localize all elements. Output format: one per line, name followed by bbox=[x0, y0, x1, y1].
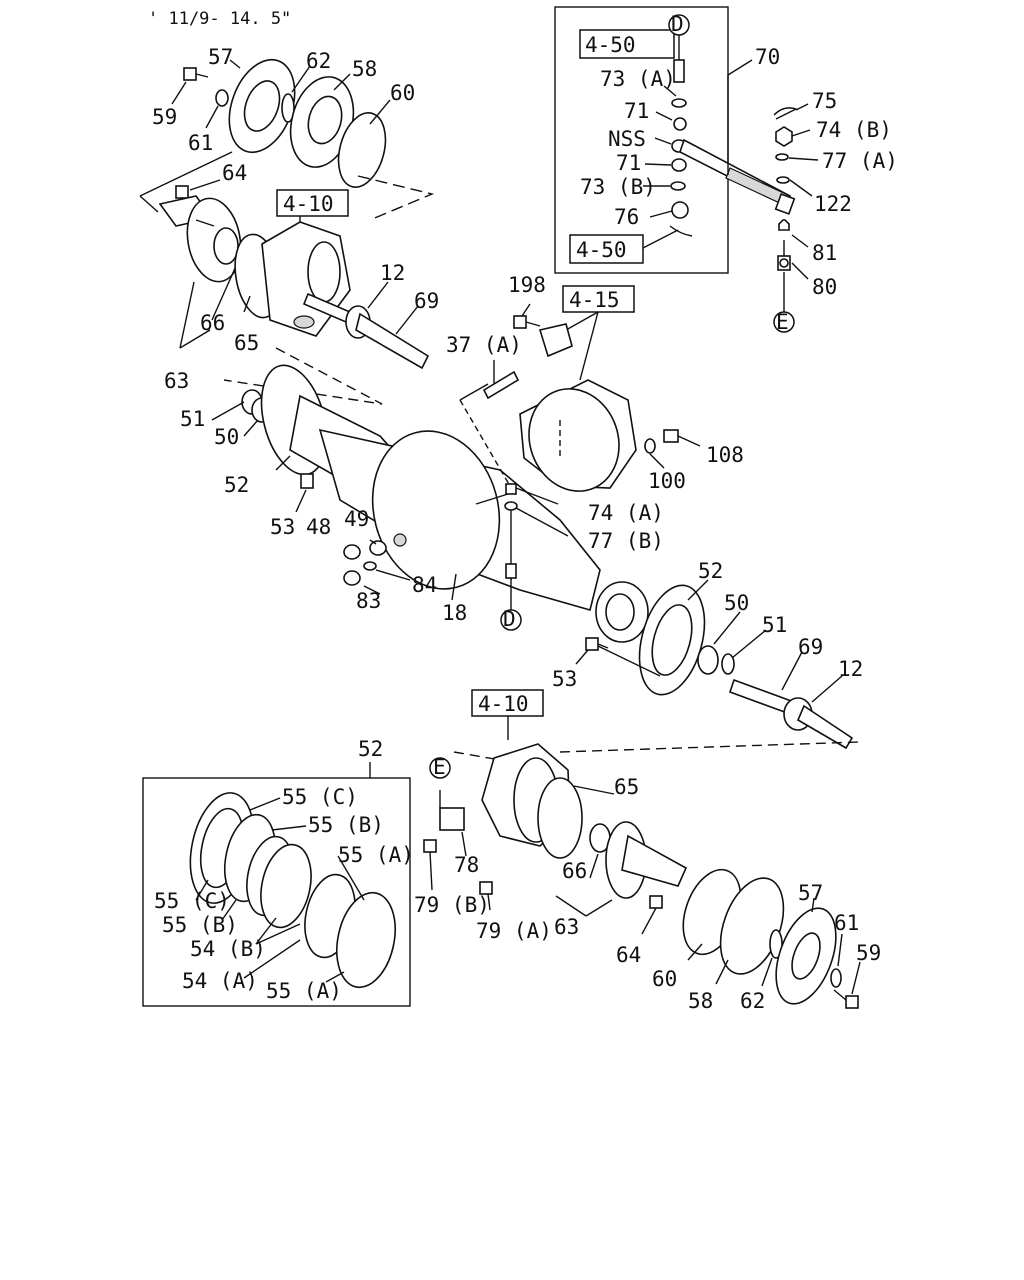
label-63-upper: 63 bbox=[164, 369, 189, 393]
label-64-lower: 64 bbox=[616, 943, 641, 967]
label-64-upper: 64 bbox=[222, 161, 247, 185]
hub-63-upper bbox=[139, 179, 242, 349]
label-122: 122 bbox=[814, 192, 852, 216]
label-37a: 37 (A) bbox=[446, 333, 522, 357]
label-48: 48 bbox=[306, 515, 331, 539]
label-50-right: 50 bbox=[724, 591, 749, 615]
label-79a: 79 (A) bbox=[476, 919, 552, 943]
label-198: 198 bbox=[508, 273, 546, 297]
label-52-upper: 52 bbox=[224, 473, 249, 497]
hub-group-upper bbox=[139, 58, 435, 221]
label-52-right: 52 bbox=[698, 559, 723, 583]
label-61-upper: 61 bbox=[188, 131, 213, 155]
label-55a-top: 55 (A) bbox=[338, 843, 414, 867]
label-77a: 77 (A) bbox=[822, 149, 898, 173]
circle-d-top: D bbox=[671, 12, 684, 36]
label-83: 83 bbox=[356, 589, 381, 613]
label-70: 70 bbox=[755, 45, 780, 69]
label-59-lower: 59 bbox=[856, 941, 881, 965]
circle-e-right: E bbox=[776, 310, 789, 334]
label-73b: 73 (B) bbox=[580, 175, 656, 199]
plugs bbox=[343, 539, 411, 595]
label-52-kit: 52 bbox=[358, 737, 383, 761]
header-code: ' 11/9- 14. 5" bbox=[148, 9, 291, 29]
label-74b: 74 (B) bbox=[816, 118, 892, 142]
knuckle-lower: 4-10 bbox=[423, 689, 861, 911]
label-76: 76 bbox=[614, 205, 639, 229]
label-55c-bottom: 55 (C) bbox=[154, 889, 230, 913]
label-65-upper: 65 bbox=[234, 331, 259, 355]
label-50-upper: 50 bbox=[214, 425, 239, 449]
label-77b: 77 (B) bbox=[588, 529, 664, 553]
label-78: 78 bbox=[454, 853, 479, 877]
ref-4-50-bottom[interactable]: 4-50 bbox=[576, 238, 627, 262]
label-57-upper: 57 bbox=[208, 45, 233, 69]
brake-pipe-70 bbox=[679, 59, 796, 215]
label-51-upper: 51 bbox=[180, 407, 205, 431]
label-60-upper: 60 bbox=[390, 81, 415, 105]
label-49: 49 bbox=[344, 507, 369, 531]
label-71-lower: 71 bbox=[616, 151, 641, 175]
label-55b-top: 55 (B) bbox=[308, 813, 384, 837]
ref-4-50-top[interactable]: 4-50 bbox=[585, 33, 636, 57]
label-55a-bottom: 55 (A) bbox=[266, 979, 342, 1003]
label-62-upper: 62 bbox=[306, 49, 331, 73]
label-54a: 54 (A) bbox=[182, 969, 258, 993]
label-74a: 74 (A) bbox=[588, 501, 664, 525]
circle-e-low: E bbox=[433, 755, 446, 779]
label-84: 84 bbox=[412, 573, 437, 597]
ref-4-10-bottom[interactable]: 4-10 bbox=[478, 692, 529, 716]
ref-4-15[interactable]: 4-15 bbox=[569, 288, 620, 312]
label-55c-top: 55 (C) bbox=[282, 785, 358, 809]
label-60-lower: 60 bbox=[652, 967, 677, 991]
axle-housing bbox=[211, 364, 649, 643]
leader-18 bbox=[451, 573, 457, 601]
label-12-right: 12 bbox=[838, 657, 863, 681]
label-53-upper: 53 bbox=[270, 515, 295, 539]
label-61-lower: 61 bbox=[834, 911, 859, 935]
seal-kit-box bbox=[142, 777, 411, 1007]
label-nss: NSS bbox=[608, 127, 646, 151]
label-81: 81 bbox=[812, 241, 837, 265]
diff-carrier: 4-15 bbox=[459, 285, 701, 631]
label-53-right: 53 bbox=[552, 667, 577, 691]
clip-parts-right bbox=[773, 103, 819, 333]
label-66-upper: 66 bbox=[200, 311, 225, 335]
label-58-lower: 58 bbox=[688, 989, 713, 1013]
label-69-right: 69 bbox=[798, 635, 823, 659]
label-75: 75 bbox=[812, 89, 837, 113]
ref-4-10-top[interactable]: 4-10 bbox=[283, 192, 334, 216]
label-58-upper: 58 bbox=[352, 57, 377, 81]
label-79b: 79 (B) bbox=[414, 893, 490, 917]
label-62-lower: 62 bbox=[740, 989, 765, 1013]
label-69-upper: 69 bbox=[414, 289, 439, 313]
label-66-lower: 66 bbox=[562, 859, 587, 883]
label-54b: 54 (B) bbox=[190, 937, 266, 961]
label-63-lower: 63 bbox=[554, 915, 579, 939]
label-12-upper: 12 bbox=[380, 261, 405, 285]
label-59-upper: 59 bbox=[152, 105, 177, 129]
label-65-lower: 65 bbox=[614, 775, 639, 799]
label-71-upper: 71 bbox=[624, 99, 649, 123]
seal-kit-parts bbox=[189, 792, 396, 989]
label-100: 100 bbox=[648, 469, 686, 493]
label-108: 108 bbox=[706, 443, 744, 467]
axle-shaft-upper bbox=[302, 281, 430, 370]
label-57-lower: 57 bbox=[798, 881, 823, 905]
label-80: 80 bbox=[812, 275, 837, 299]
label-73a: 73 (A) bbox=[600, 67, 676, 91]
label-51-right: 51 bbox=[762, 613, 787, 637]
hub-63-lower bbox=[555, 821, 861, 1009]
right-flange-group bbox=[575, 579, 854, 750]
label-18: 18 bbox=[442, 601, 467, 625]
label-55b-bottom: 55 (B) bbox=[162, 913, 238, 937]
circle-d-mid: D bbox=[503, 607, 516, 631]
